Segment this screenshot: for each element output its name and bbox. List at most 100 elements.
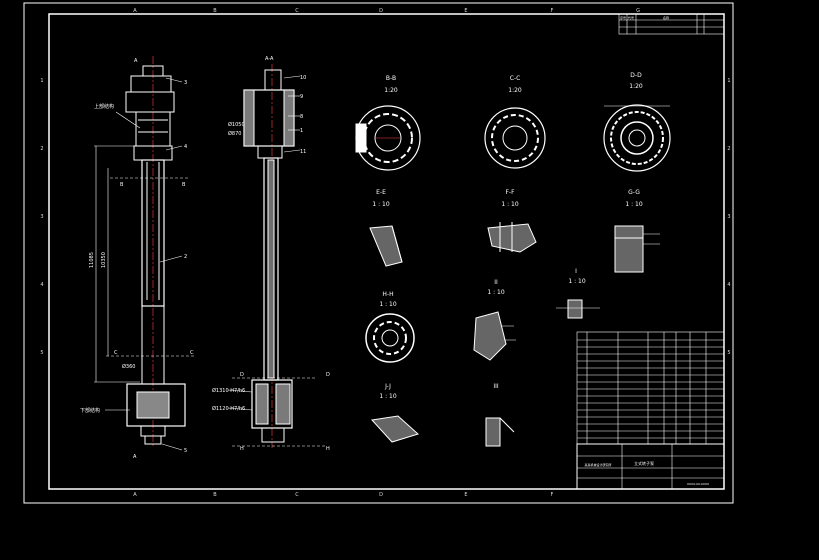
title-block: 立式转子泵 某某机械设计研究所 XXXX-XX-XXXX [576, 443, 725, 490]
zone-number: 4 [40, 282, 43, 288]
rev-header: 名称 [663, 15, 669, 20]
balloon-number: 8 [300, 114, 303, 120]
callout-text: Ø1310 H7/h6 [212, 387, 245, 394]
detail-iii [485, 417, 515, 447]
drawing-number: XXXX-XX-XXXX [687, 482, 709, 486]
zone-number: 1 [727, 78, 730, 84]
zone-letter: B [213, 492, 217, 498]
section-jj [371, 415, 419, 443]
zone-letter: E [464, 492, 467, 498]
section-title: G-G [628, 189, 640, 196]
side-section-view [227, 64, 326, 448]
zone-number: 2 [40, 146, 43, 152]
detail-i [556, 299, 600, 319]
zone-number: 2 [727, 146, 730, 152]
callout-text: Ø1120 H7/h6 [212, 405, 245, 412]
dimension-label: 10350 [101, 252, 107, 268]
balloon-number: 3 [184, 80, 187, 86]
main-elevation-view [94, 56, 194, 451]
dimension-label: 11085 [89, 252, 95, 268]
section-title: B-B [386, 75, 396, 82]
cut-letter: C [114, 350, 118, 356]
section-scale: 1:20 [508, 87, 522, 94]
zone-letter: B [213, 8, 217, 14]
cut-letter: D [240, 372, 244, 378]
section-scale: 1 : 10 [568, 278, 585, 285]
note-text: 下部结构 [80, 407, 100, 414]
section-title: E-E [376, 189, 386, 196]
sheet-frame [23, 2, 734, 504]
zone-number: 5 [727, 350, 730, 356]
section-ff [487, 222, 537, 253]
section-title: D-D [630, 72, 642, 79]
section-bb [355, 105, 421, 171]
balloon-number: 4 [184, 144, 187, 150]
zone-letter: D [379, 492, 383, 498]
zone-letter: F [551, 8, 554, 14]
balloon-number: 9 [300, 94, 303, 100]
section-title: II [494, 279, 498, 286]
zone-markers: A B C D E F G A B C D E F 1 2 3 4 5 1 2 … [40, 8, 730, 498]
zone-letter: F [551, 492, 554, 498]
section-hh [365, 313, 415, 363]
rev-header: 序号 [620, 15, 626, 20]
cut-letter: C [190, 350, 194, 356]
zone-letter: C [295, 492, 299, 498]
dimension-label: Ø360 [122, 363, 135, 370]
section-scale: 1 : 10 [372, 201, 389, 208]
balloon-number: 1 [300, 128, 303, 134]
section-marker: A-A [265, 56, 274, 62]
zone-letter: A [133, 492, 137, 498]
main-view-labels: A A B B C C 3 4 2 5 上部结构 下部结构 Ø360 11085… [80, 58, 194, 460]
section-cc [484, 107, 546, 169]
company-name: 某某机械设计研究所 [584, 462, 611, 467]
zone-letter: A [133, 8, 137, 14]
balloon-number: 11 [300, 149, 306, 155]
section-ee [369, 225, 403, 267]
section-scale: 1 : 10 [379, 393, 396, 400]
detail-ii [473, 311, 516, 361]
section-scale: 1:20 [384, 87, 398, 94]
section-title: III [493, 383, 499, 390]
section-gg [614, 225, 660, 273]
balloon-number: 2 [184, 254, 187, 260]
section-titles: B-B 1:20 C-C 1:20 D-D 1:20 E-E 1 : 10 F-… [372, 72, 643, 400]
section-title: C-C [510, 75, 521, 82]
zone-number: 5 [40, 350, 43, 356]
section-scale: 1 : 10 [379, 301, 396, 308]
drawing-name: 立式转子泵 [634, 460, 654, 466]
zone-letter: G [636, 8, 640, 14]
cut-letter: H [240, 446, 244, 452]
rev-header: 代号 [628, 15, 634, 20]
section-scale: 1 : 10 [501, 201, 518, 208]
zone-letter: D [379, 8, 383, 14]
cut-letter: H [326, 446, 330, 452]
zone-number: 3 [40, 214, 43, 220]
note-text: 上部结构 [94, 103, 114, 110]
zone-letter: E [464, 8, 467, 14]
callout-text: Ø870 [228, 130, 241, 137]
zone-number: 1 [40, 78, 43, 84]
cut-letter: A [134, 58, 138, 64]
section-scale: 1:20 [629, 83, 643, 90]
side-view-labels: A-A 10 9 8 1 11 Ø1050 Ø870 Ø1310 H7/h6 Ø… [212, 56, 330, 452]
zone-number: 4 [727, 282, 730, 288]
zone-letter: C [295, 8, 299, 14]
section-title: J-J [384, 383, 391, 390]
cut-letter: B [120, 182, 124, 188]
section-title: H-H [382, 291, 393, 298]
section-dd [603, 104, 671, 172]
cut-letter: D [326, 372, 330, 378]
section-title: F-F [505, 189, 515, 196]
cut-letter: B [182, 182, 186, 188]
cut-letter: A [133, 454, 137, 460]
section-scale: 1 : 10 [625, 201, 642, 208]
section-title: I [575, 268, 577, 275]
zone-number: 3 [727, 214, 730, 220]
balloon-number: 5 [184, 448, 187, 454]
section-scale: 1 : 10 [487, 289, 504, 296]
callout-text: Ø1050 [228, 121, 245, 128]
parts-list [576, 331, 725, 445]
